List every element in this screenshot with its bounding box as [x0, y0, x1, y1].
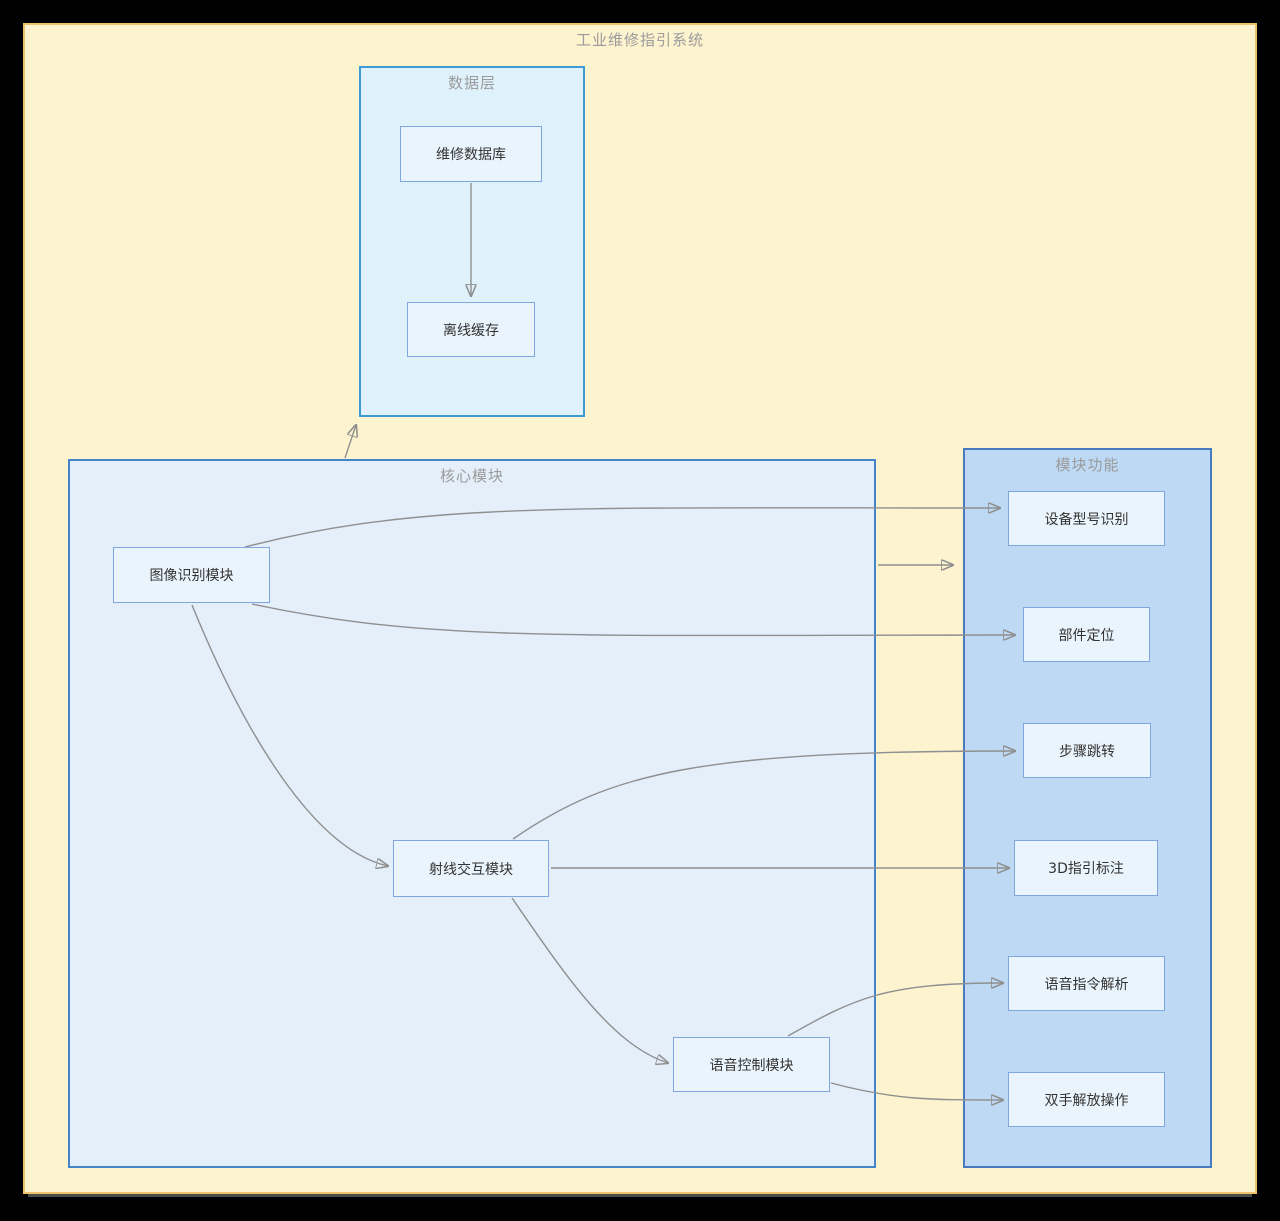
node-device-model-recognition[interactable]: 设备型号识别 — [1008, 491, 1165, 546]
node-offline-cache-label: 离线缓存 — [443, 322, 499, 339]
node-part-locating[interactable]: 部件定位 — [1023, 607, 1150, 662]
container-module-functions[interactable]: 模块功能 — [963, 448, 1212, 1168]
node-maintenance-db-label: 维修数据库 — [436, 147, 506, 163]
node-voice-control-label: 语音控制模块 — [709, 1057, 794, 1074]
module-functions-title: 模块功能 — [1055, 456, 1120, 474]
system-title: 工业维修指引系统 — [575, 31, 704, 49]
node-3d-guide-annotation[interactable]: 3D指引标注 — [1014, 840, 1158, 896]
node-ray-interaction-label: 射线交互模块 — [429, 861, 513, 878]
node-device-model-recognition-label: 设备型号识别 — [1044, 511, 1129, 528]
container-data-layer[interactable]: 数据层 — [359, 66, 585, 417]
node-voice-command-parsing-label: 语音指令解析 — [1044, 976, 1129, 993]
node-voice-command-parsing[interactable]: 语音指令解析 — [1008, 956, 1165, 1011]
node-image-recognition-label: 图像识别模块 — [149, 568, 234, 584]
node-part-locating-label: 部件定位 — [1058, 627, 1115, 644]
node-hands-free-operation-label: 双手解放操作 — [1044, 1092, 1129, 1109]
node-maintenance-db[interactable]: 维修数据库 — [400, 126, 542, 182]
node-voice-control[interactable]: 语音控制模块 — [673, 1037, 830, 1092]
core-modules-title: 核心模块 — [439, 467, 504, 485]
node-ray-interaction[interactable]: 射线交互模块 — [393, 840, 549, 897]
node-step-jump[interactable]: 步骤跳转 — [1023, 723, 1151, 778]
data-layer-title: 数据层 — [447, 74, 496, 92]
node-hands-free-operation[interactable]: 双手解放操作 — [1008, 1072, 1165, 1127]
node-step-jump-label: 步骤跳转 — [1059, 743, 1115, 760]
node-offline-cache[interactable]: 离线缓存 — [407, 302, 535, 357]
node-image-recognition[interactable]: 图像识别模块 — [113, 547, 270, 603]
node-3d-guide-annotation-label: 3D指引标注 — [1048, 861, 1124, 877]
